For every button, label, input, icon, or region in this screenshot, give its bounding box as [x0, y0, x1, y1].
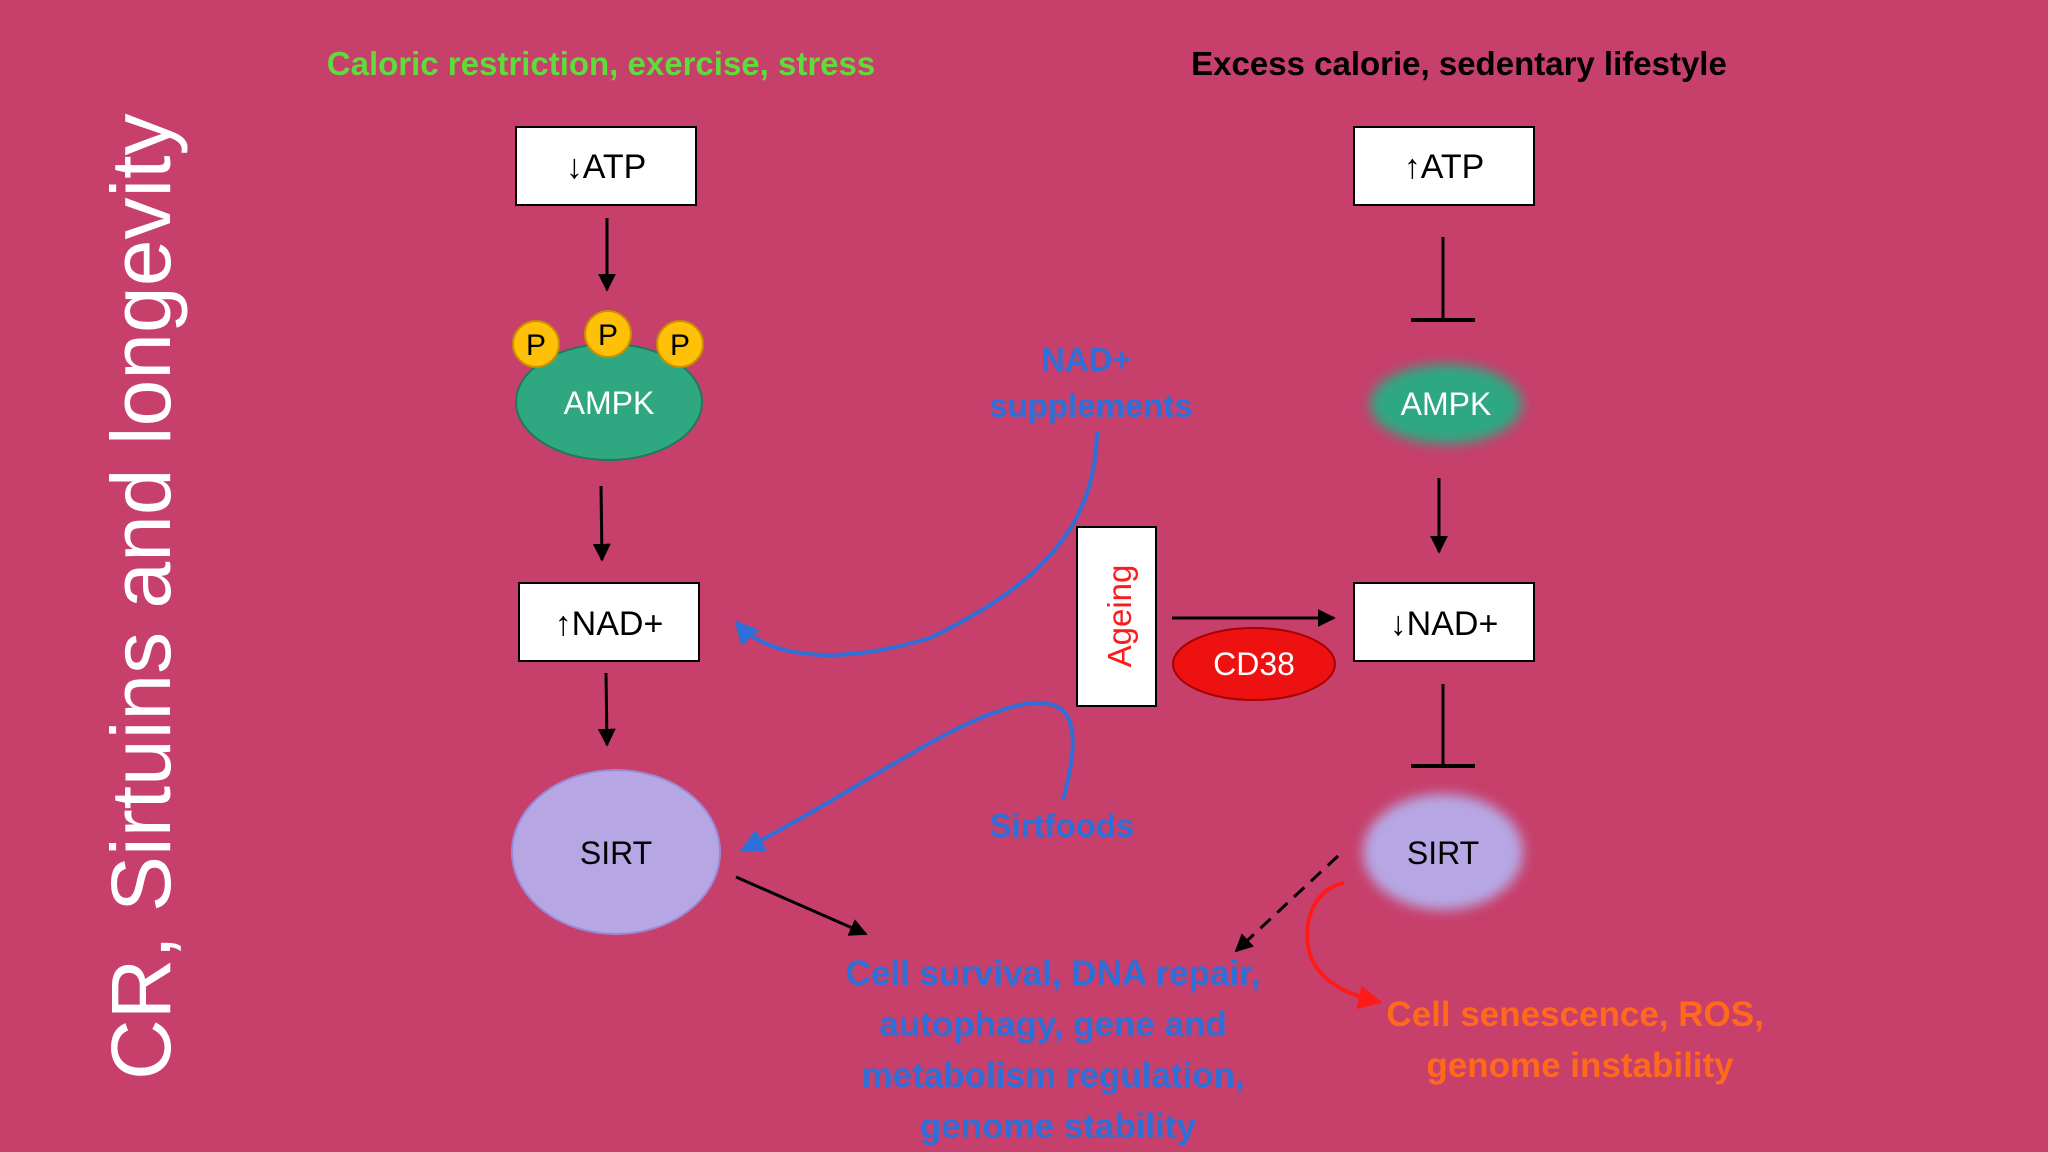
cd38-label: CD38 — [1213, 646, 1295, 682]
dashed-arrow-sirt-to-survival — [1234, 854, 1340, 953]
phosphate-circle: P — [656, 320, 704, 368]
inhibit-nad-to-sirt — [1411, 684, 1475, 768]
phosphate-label: P — [598, 319, 618, 352]
beneficial-outcome-line: genome stability — [920, 1107, 1197, 1146]
cd38-node: CD38 — [1172, 627, 1336, 701]
sirtfoods-label: Sirtfoods — [990, 807, 1135, 844]
inhibit-atp-to-ampk — [1411, 237, 1475, 322]
phosphate-circle: P — [584, 310, 632, 358]
arrow-sirt-to-survival — [735, 875, 868, 936]
beneficial-outcome-line: autophagy, gene and — [879, 1005, 1226, 1044]
right-atp-label: ↑ATP — [1404, 148, 1485, 186]
ageing-label: Ageing — [1101, 565, 1138, 668]
arrow-supplements-to-nad — [734, 431, 1099, 657]
phospho-group: P P P — [512, 310, 704, 368]
left-ampk-node: AMPK — [515, 343, 703, 461]
beneficial-outcome-line: Cell survival, DNA repair, — [846, 954, 1261, 993]
arrow-sirt-to-senescence — [1305, 881, 1383, 1010]
detrimental-outcomes: Cell senescence, ROS, genome instability — [1386, 995, 1773, 1085]
right-sirt-label: SIRT — [1407, 835, 1479, 871]
arrow-ampk-to-nad — [592, 485, 611, 562]
right-atp-box: ↑ATP — [1353, 126, 1535, 206]
phosphate-label: P — [670, 329, 690, 362]
right-ampk-label: AMPK — [1401, 386, 1492, 422]
nad-supplements-label: NAD+ supplements — [989, 341, 1193, 424]
left-sirt-label: SIRT — [580, 835, 652, 871]
beneficial-outcomes: Cell survival, DNA repair, autophagy, ge… — [846, 954, 1271, 1146]
detrimental-outcome-line: genome instability — [1426, 1046, 1734, 1085]
right-sirt-node: SIRT — [1363, 794, 1523, 910]
right-heading: Excess calorie, sedentary lifestyle — [1191, 45, 1727, 82]
nad-supplements-line: NAD+ — [1041, 341, 1132, 378]
left-atp-label: ↓ATP — [566, 148, 647, 186]
ageing-box: Ageing — [1076, 526, 1157, 707]
right-nad-label: ↓NAD+ — [1390, 605, 1499, 643]
right-nad-box: ↓NAD+ — [1353, 582, 1535, 662]
left-ampk-label: AMPK — [564, 385, 655, 421]
slide-title: CR, Sirtuins and longevity — [94, 114, 188, 1080]
arrow-sirtfoods-to-sirt — [739, 700, 1075, 852]
left-nad-box: ↑NAD+ — [518, 582, 700, 662]
beneficial-outcome-line: metabolism regulation, — [862, 1056, 1245, 1095]
arrow-nad-to-sirt — [597, 672, 616, 747]
detrimental-outcome-line: Cell senescence, ROS, — [1386, 995, 1763, 1034]
right-ampk-node: AMPK — [1370, 364, 1522, 444]
phosphate-circle: P — [512, 320, 560, 368]
phosphate-label: P — [526, 329, 546, 362]
nad-supplements-line: supplements — [989, 387, 1193, 424]
left-atp-box: ↓ATP — [515, 126, 697, 206]
left-sirt-node: SIRT — [511, 769, 721, 935]
left-nad-label: ↑NAD+ — [555, 605, 664, 643]
left-heading: Caloric restriction, exercise, stress — [327, 45, 875, 82]
